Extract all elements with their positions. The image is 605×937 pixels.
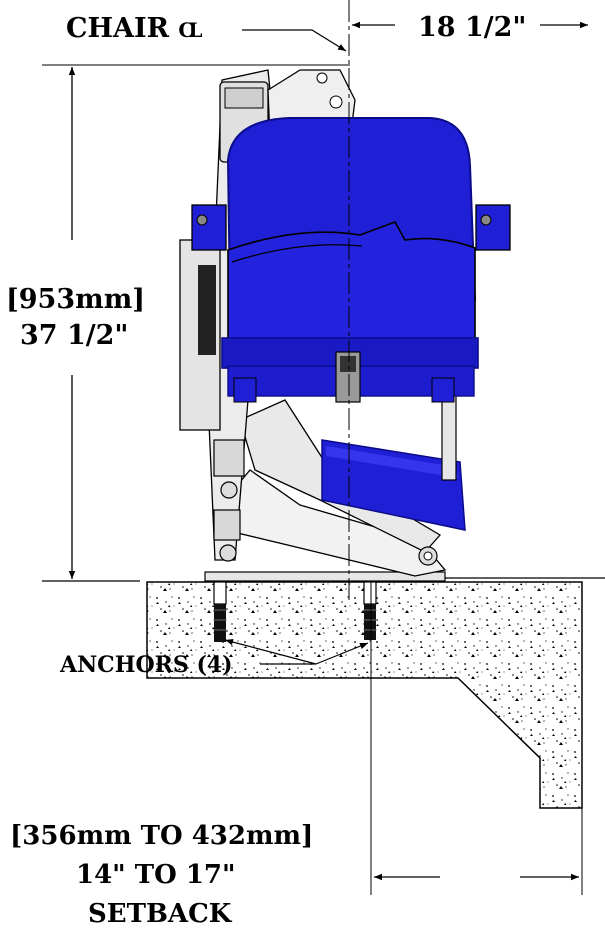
seat-leg-right — [431, 377, 455, 403]
joint-block-lower — [213, 509, 241, 541]
pivot-left-low — [219, 544, 237, 562]
centerline-leader — [242, 29, 347, 52]
anchor-right — [363, 581, 377, 640]
setback-word-label: SETBACK — [88, 899, 232, 929]
base-plate — [204, 571, 446, 582]
joint-block-left — [213, 439, 245, 477]
lower-arm — [214, 469, 447, 577]
armrest-bracket-left — [191, 204, 227, 251]
width-dimension-label: 18 1/2" — [418, 12, 527, 43]
setback-metric-label: [356mm TO 432mm] — [10, 821, 314, 851]
centerline-symbol: CL — [178, 18, 202, 42]
height-metric-label: [953mm] — [6, 284, 146, 315]
anchor-left — [213, 581, 227, 642]
footrest — [321, 439, 466, 531]
seat-cushion — [227, 221, 476, 341]
chair-label-text: CHAIR — [66, 13, 179, 44]
pivot-left-mid — [220, 481, 238, 499]
armrest-bracket-right — [475, 204, 511, 251]
actuator-rod-dark — [198, 265, 216, 355]
setback-imperial-label: 14" TO 17" — [76, 860, 236, 890]
seat-leg-left — [233, 377, 257, 403]
anchors-label: ANCHORS (4) — [60, 652, 233, 678]
concrete-stair-section — [146, 581, 583, 809]
chair-centerline-label: CHAIR CL — [66, 13, 202, 44]
anchors-leader-right — [315, 642, 369, 665]
height-imperial-label: 37 1/2" — [20, 320, 129, 351]
